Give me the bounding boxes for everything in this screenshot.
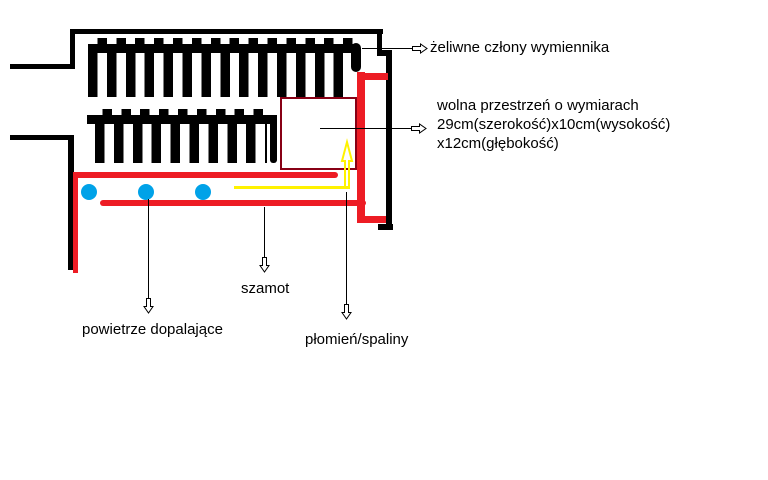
upper-exchanger-top-nubs [88, 38, 357, 44]
upper-inlet-step-vertical [70, 29, 75, 69]
flue-wall-main-vertical [386, 50, 392, 230]
pointer-line-flame [346, 192, 347, 305]
label-free-space-line2: 29cm(szerokość)x10cm(wysokość) [437, 116, 671, 133]
upper-exchanger-spine [88, 44, 357, 53]
label-chamotte: szamot [241, 280, 290, 297]
label-heat-exchanger: żeliwne człony wymiennika [430, 39, 610, 56]
air-hole-3 [195, 184, 211, 200]
upper-red-shelf [73, 172, 338, 178]
lower-exchanger-spine [87, 115, 277, 124]
label-afterburn-air: powietrze dopalające [82, 321, 223, 338]
flue-wall-jog [377, 50, 392, 56]
red-bracket-vertical [357, 72, 365, 223]
flue-wall-upper-vertical [377, 29, 382, 56]
flame-path-horizontal [234, 186, 350, 189]
top-wall-line [71, 29, 383, 34]
label-free-space: wolna przestrzeń o wymiarach 29cm(szerok… [437, 96, 670, 153]
lower-exchanger-fins [95, 124, 267, 163]
arrow-right-icon-heat-exchanger [412, 43, 428, 54]
red-bracket-bottom-arm [357, 216, 386, 223]
left-red-vertical [73, 172, 78, 273]
arrow-down-icon-flame [341, 304, 352, 320]
free-space-box [280, 97, 357, 170]
flue-wall-bottom-foot [378, 224, 393, 230]
arrow-down-icon-chamotte [259, 257, 270, 273]
label-free-space-line1: wolna przestrzeń o wymiarach [437, 97, 639, 114]
air-hole-2 [138, 184, 154, 200]
lower-exchanger-top-nubs [93, 109, 265, 115]
lower-red-shelf [100, 200, 366, 206]
upper-exchanger-end-blob [351, 43, 361, 72]
label-flame-exhaust: płomień/spaliny [305, 331, 409, 348]
upper-exchanger-fins [88, 53, 350, 97]
lower-exchanger-end-blob [270, 115, 277, 163]
pointer-line-heat-exchanger [362, 48, 412, 49]
arrow-down-icon-afterburn-air [143, 298, 154, 314]
upper-inlet-step-horizontal [10, 64, 74, 69]
left-wall-vertical [68, 135, 74, 270]
arrow-right-icon-free-space [411, 123, 427, 134]
lower-inlet-step-horizontal [10, 135, 74, 140]
pointer-line-afterburn-air [148, 199, 149, 299]
label-free-space-line3: x12cm(głębokość) [437, 135, 559, 152]
red-bracket-top-arm [357, 73, 388, 80]
pointer-line-chamotte [264, 207, 265, 258]
pointer-line-free-space [320, 128, 411, 129]
air-hole-1 [81, 184, 97, 200]
flame-arrow-icon [338, 137, 356, 189]
